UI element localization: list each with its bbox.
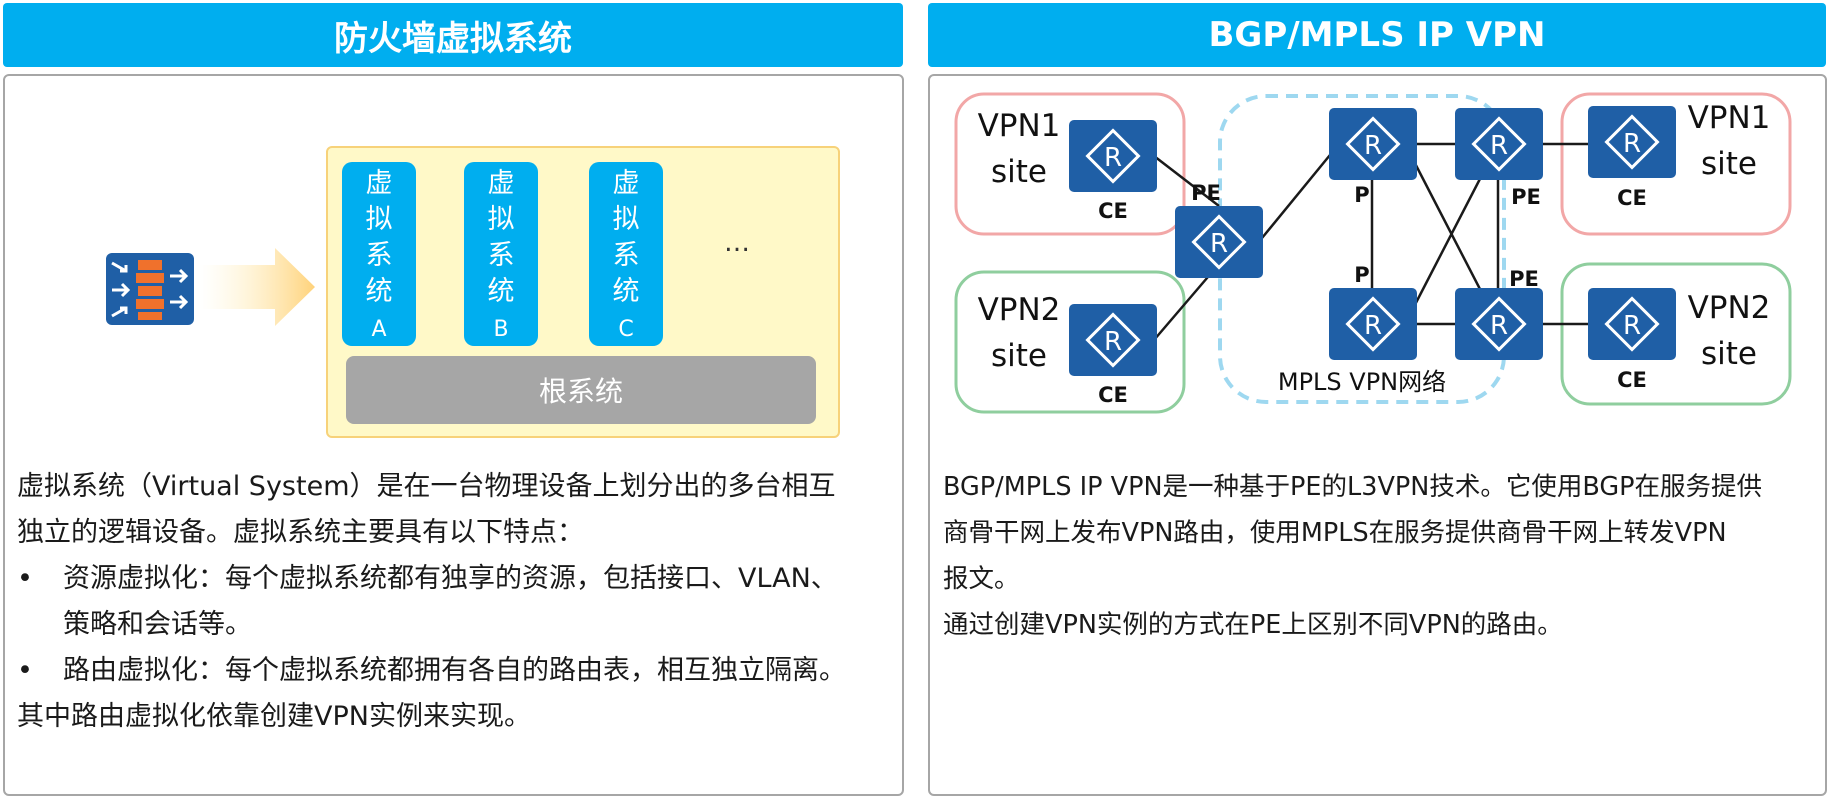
left-description: 虚拟系统（Virtual System）是在一台物理设备上划分出的多台相互 独立…: [17, 464, 897, 740]
router-icon-ce-vpn2-left: R: [1069, 304, 1157, 376]
bullet-text: 路由虚拟化：每个虚拟系统都拥有各自的路由表，相互独立隔离。: [63, 655, 846, 686]
mpls-network-label: MPLS VPN网络: [1278, 368, 1446, 396]
ellipsis: …: [724, 228, 750, 258]
router-glyph: R: [1490, 131, 1508, 161]
router-glyph: R: [1623, 311, 1641, 341]
vs-char: 系: [365, 240, 393, 271]
text-line: BGP/MPLS IP VPN是一种基于PE的L3VPN技术。它使用BGP在服务…: [943, 472, 1763, 502]
virtual-system-b: 虚 拟 系 统 B: [464, 162, 538, 346]
ce-label: CE: [1617, 368, 1647, 392]
text-line: 虚拟系统（Virtual System）是在一台物理设备上划分出的多台相互: [17, 471, 836, 502]
vs-char: 统: [612, 276, 640, 307]
pe-label: PE: [1191, 181, 1221, 205]
ce-label: CE: [1617, 186, 1647, 210]
bullet-mark: •: [17, 655, 33, 686]
router-icon-pe-right-top: R: [1455, 108, 1543, 180]
site-label: VPN2: [978, 292, 1061, 328]
router-glyph: R: [1364, 131, 1382, 161]
site-label: VPN1: [978, 108, 1061, 144]
router-icon-pe-right-bottom: R: [1455, 288, 1543, 360]
router-icon-ce-vpn1-right: R: [1588, 106, 1676, 178]
site-label: site: [991, 154, 1047, 190]
ce-label: CE: [1098, 199, 1128, 223]
pe-label: PE: [1511, 185, 1541, 209]
vs-char: 系: [487, 240, 515, 271]
router-icon-ce-vpn1-left: R: [1069, 120, 1157, 192]
text-line: 商骨干网上发布VPN路由，使用MPLS在服务提供商骨干网上转发VPN: [943, 518, 1727, 548]
router-glyph: R: [1623, 129, 1641, 159]
firewall-graphic: [106, 248, 315, 326]
text-line: 报文。: [943, 564, 1020, 594]
left-header: 防火墙虚拟系统: [3, 3, 903, 67]
bullet-continuation: 策略和会话等。: [63, 609, 252, 640]
text-line: 独立的逻辑设备。虚拟系统主要具有以下特点：: [17, 517, 584, 548]
vs-char: 虚: [612, 168, 640, 199]
router-icon-ce-vpn2-right: R: [1588, 288, 1676, 360]
right-header: BGP/MPLS IP VPN: [928, 3, 1826, 67]
router-glyph: R: [1104, 143, 1122, 173]
vpn1-site-left-box: [954, 92, 1186, 236]
root-system-label: 根系统: [538, 375, 623, 408]
root-system: 根系统: [346, 356, 816, 424]
bullet-text: 资源虚拟化：每个虚拟系统都有独享的资源，包括接口、VLAN、: [63, 563, 838, 594]
router-glyph: R: [1490, 311, 1508, 341]
text-line: 通过创建VPN实例的方式在PE上区别不同VPN的路由。: [943, 610, 1563, 640]
vs-char: 虚: [365, 168, 393, 199]
vpn1-site-right-box: [1560, 92, 1792, 236]
vs-char: 拟: [365, 204, 393, 235]
site-label: site: [1701, 146, 1757, 182]
mpls-network-diagram: R R R R R R R R R VPN1 site: [954, 92, 1792, 414]
bullet-item-routing: • 路由虚拟化：每个虚拟系统都拥有各自的路由表，相互独立隔离。: [17, 648, 897, 694]
p-label: P: [1354, 183, 1369, 207]
arrow-icon: [200, 248, 315, 326]
vs-char: 虚: [487, 168, 515, 199]
pe-label: PE: [1509, 267, 1539, 291]
left-title: 防火墙虚拟系统: [334, 18, 572, 59]
router-glyph: R: [1364, 311, 1382, 341]
text-line: 其中路由虚拟化依靠创建VPN实例来实现。: [17, 701, 531, 732]
vs-char: 拟: [487, 204, 515, 235]
virtual-system-c: 虚 拟 系 统 C: [589, 162, 663, 346]
site-label: site: [1701, 336, 1757, 372]
vs-char: 系: [612, 240, 640, 271]
vs-letter: C: [618, 317, 634, 342]
vpn2-site-right-box: [1560, 262, 1792, 406]
vs-letter: A: [371, 317, 387, 342]
virtual-system-a: 虚 拟 系 统 A: [342, 162, 416, 346]
p-label: P: [1354, 263, 1369, 287]
router-glyph: R: [1210, 229, 1228, 259]
ce-label: CE: [1098, 383, 1128, 407]
vs-letter: B: [493, 317, 509, 342]
vpn2-site-left-box: [954, 270, 1186, 414]
site-label: site: [991, 338, 1047, 374]
router-icon-pe-left: R: [1175, 206, 1263, 278]
vs-char: 拟: [612, 204, 640, 235]
bullet-item-resource: • 资源虚拟化：每个虚拟系统都有独享的资源，包括接口、VLAN、: [17, 556, 897, 602]
firewall-icon: [106, 253, 194, 325]
router-glyph: R: [1104, 327, 1122, 357]
bullet-mark: •: [17, 563, 33, 594]
vs-char: 统: [365, 276, 393, 307]
right-panel: [928, 74, 1827, 796]
site-label: VPN2: [1688, 290, 1771, 326]
site-label: VPN1: [1688, 100, 1771, 136]
router-icon-p-bottom: R: [1329, 288, 1417, 360]
right-description: BGP/MPLS IP VPN是一种基于PE的L3VPN技术。它使用BGP在服务…: [943, 464, 1823, 648]
right-title: BGP/MPLS IP VPN: [1208, 15, 1546, 55]
router-icon-p-top: R: [1329, 108, 1417, 180]
vs-char: 统: [487, 276, 515, 307]
